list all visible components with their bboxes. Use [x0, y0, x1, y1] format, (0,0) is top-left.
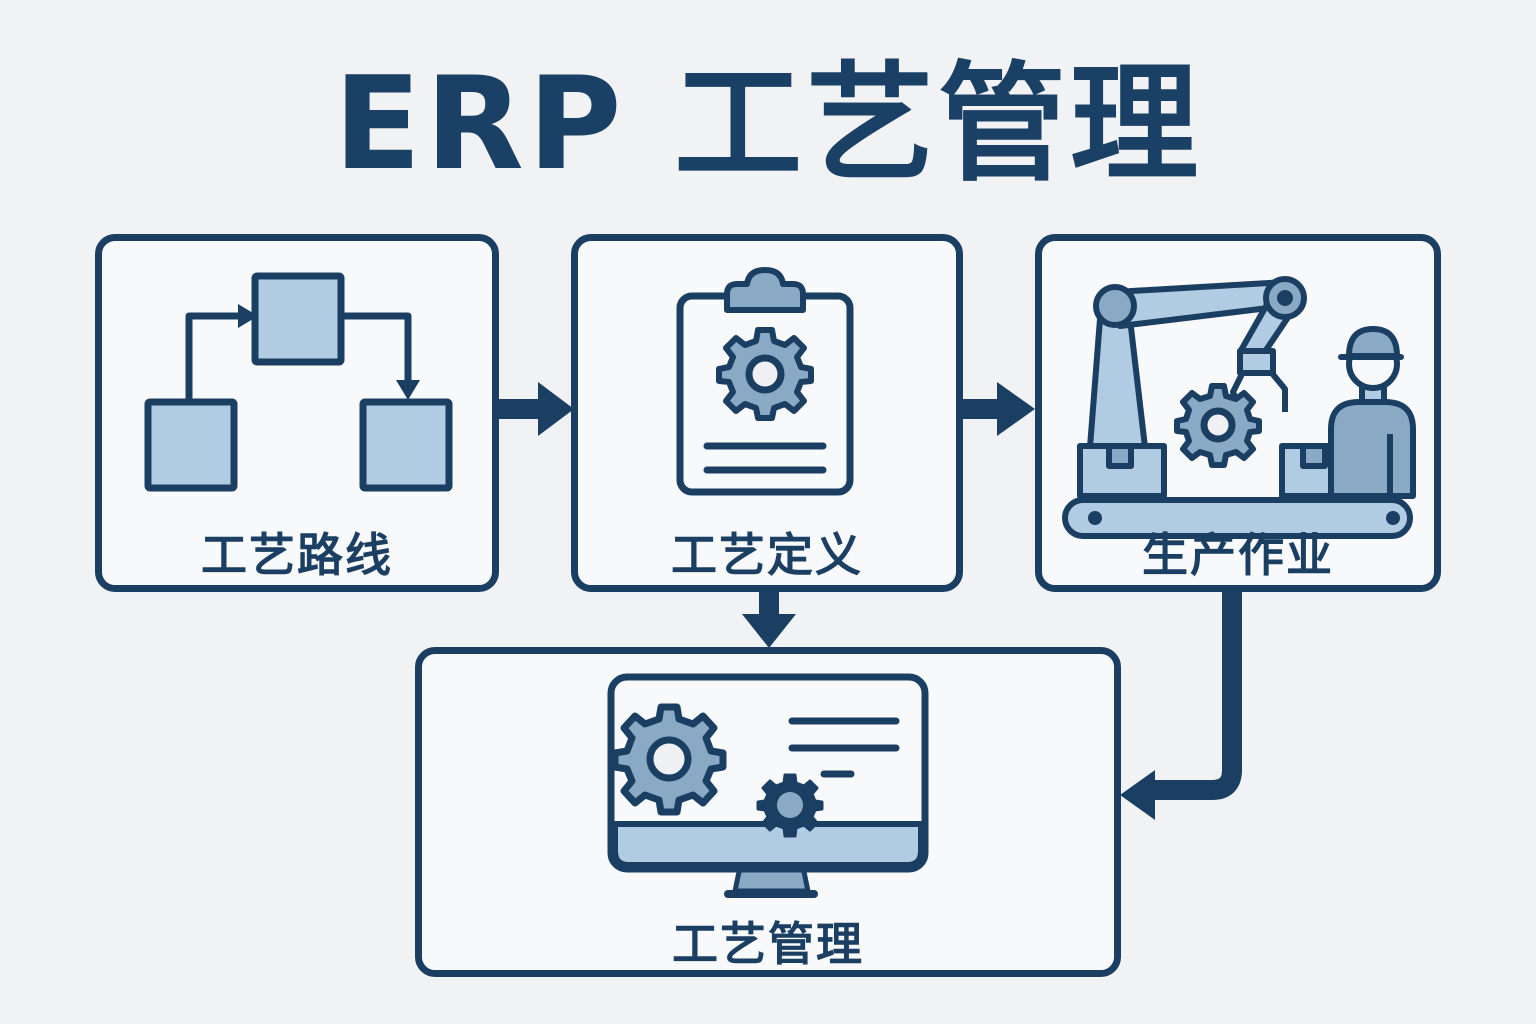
- node-management-label: 工艺管理: [672, 917, 864, 971]
- arrow-definition-to-management: [742, 588, 796, 648]
- node-definition-label: 工艺定义: [671, 528, 863, 582]
- diagram-title: ERP 工艺管理: [333, 50, 1203, 199]
- arrow-route-to-definition: [497, 382, 574, 436]
- arrow-production-to-management: [1120, 588, 1242, 820]
- gear-icon: [716, 327, 814, 421]
- flowchart-icon: [144, 272, 453, 492]
- small-gear-icon: [756, 773, 824, 838]
- node-route[interactable]: 工艺路线: [95, 234, 499, 592]
- node-definition[interactable]: 工艺定义: [571, 234, 963, 592]
- arrow-definition-to-production: [961, 382, 1035, 436]
- node-management[interactable]: 工艺管理: [415, 647, 1121, 977]
- monitor-gears-icon: [607, 673, 929, 898]
- large-gear-icon: [611, 703, 727, 816]
- node-route-label: 工艺路线: [201, 528, 393, 582]
- node-production[interactable]: 生产作业: [1035, 234, 1441, 592]
- clipboard-gear-icon: [676, 267, 854, 496]
- robot-arm-worker-icon: [1062, 276, 1416, 539]
- node-production-label: 生产作业: [1142, 528, 1334, 582]
